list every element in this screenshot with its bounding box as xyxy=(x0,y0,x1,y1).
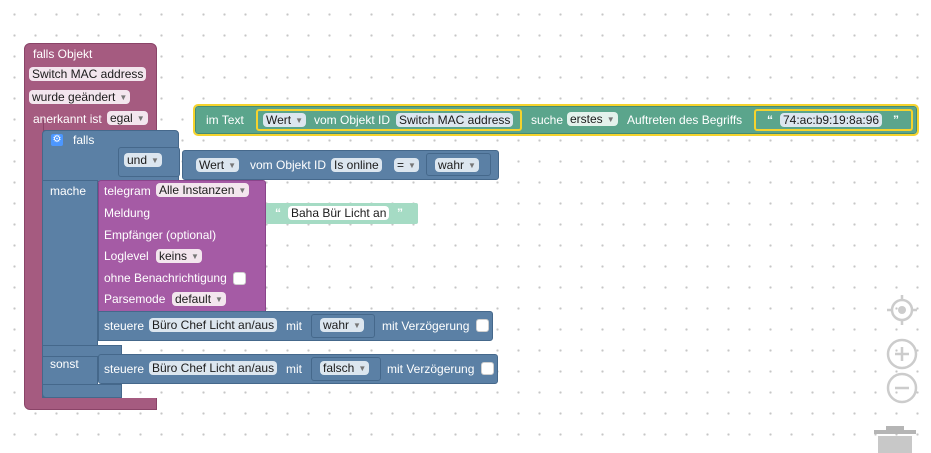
quote-close-icon: ” xyxy=(893,113,899,127)
telegram-title: telegram xyxy=(104,184,151,198)
condition-operator-dropdown[interactable]: =▼ xyxy=(394,158,419,172)
find-object-field[interactable]: Switch MAC address xyxy=(396,113,514,127)
find-which-dropdown[interactable]: erstes▼ xyxy=(567,112,618,126)
find-attr-dropdown[interactable]: Wert▼ xyxy=(263,113,307,127)
chevron-down-icon: ▼ xyxy=(151,156,159,165)
find-attr-value: Wert xyxy=(266,113,292,127)
condition-value-dropdown[interactable]: wahr▼ xyxy=(435,158,479,172)
and-dropdown[interactable]: und▼ xyxy=(124,153,162,167)
telegram-parsemode-label: Parsemode xyxy=(104,292,166,306)
control1-delay-label: mit Verzögerung xyxy=(382,319,470,333)
event-ack-label: anerkannt ist xyxy=(33,112,102,126)
recenter-icon[interactable] xyxy=(887,295,917,325)
chevron-down-icon: ▼ xyxy=(136,114,145,123)
telegram-parsemode-dropdown[interactable]: default▼ xyxy=(172,292,226,306)
quote-close-icon: ” xyxy=(397,206,403,220)
control2-label: steuere xyxy=(104,362,145,376)
telegram-message-label: Meldung xyxy=(104,206,151,220)
quote-open-icon: “ xyxy=(767,113,773,127)
control1-value-dropdown[interactable]: wahr▼ xyxy=(320,318,364,332)
event-changed-dropdown[interactable]: wurde geändert▼ xyxy=(29,90,131,104)
event-ack-value: egal xyxy=(110,111,133,125)
control2-delay-label: mit Verzögerung xyxy=(387,362,475,376)
telegram-instance-value: Alle Instanzen xyxy=(159,183,235,197)
telegram-message-field[interactable]: Baha Bür Licht an xyxy=(288,206,390,220)
telegram-loglevel-dropdown[interactable]: keins▼ xyxy=(156,249,202,263)
event-ack-dropdown[interactable]: egal▼ xyxy=(107,111,148,125)
event-block-footer xyxy=(24,398,157,410)
control1-object-field[interactable]: Büro Chef Licht an/aus xyxy=(149,318,278,332)
event-title: falls Objekt xyxy=(33,47,93,61)
control1-delay-checkbox[interactable] xyxy=(476,319,489,332)
chevron-down-icon: ▼ xyxy=(295,116,304,125)
condition-value-value: wahr xyxy=(438,158,465,172)
find-of-object-label: vom Objekt ID xyxy=(314,113,391,127)
if-falls-label: falls xyxy=(73,133,95,147)
chevron-down-icon: ▼ xyxy=(468,161,476,170)
telegram-loglevel-value: keins xyxy=(159,249,188,263)
chevron-down-icon: ▼ xyxy=(238,186,247,195)
telegram-instance-dropdown[interactable]: Alle Instanzen▼ xyxy=(156,183,250,197)
telegram-recipient-label: Empfänger (optional) xyxy=(104,228,217,242)
event-object-field[interactable]: Switch MAC address xyxy=(29,67,147,81)
if-block-footer xyxy=(42,384,122,398)
chevron-down-icon: ▼ xyxy=(353,321,361,330)
if-sonst-label: sonst xyxy=(50,357,79,371)
and-value: und xyxy=(127,153,148,167)
chevron-down-icon: ▼ xyxy=(408,161,416,170)
chevron-down-icon: ▼ xyxy=(228,161,237,170)
control2-delay-checkbox[interactable] xyxy=(481,362,494,375)
find-occurrence-label: Auftreten des Begriffs xyxy=(627,113,743,127)
condition-attr-value: Wert xyxy=(199,158,225,172)
control1-label: steuere xyxy=(104,319,145,333)
telegram-parsemode-value: default xyxy=(175,292,212,306)
condition-of-object-label: vom Objekt ID xyxy=(250,158,327,172)
control1-value-value: wahr xyxy=(323,318,350,332)
control2-with-label: mit xyxy=(286,362,302,376)
chevron-down-icon: ▼ xyxy=(119,93,128,102)
telegram-block[interactable] xyxy=(98,180,266,312)
condition-operator-value: = xyxy=(397,158,405,172)
chevron-down-icon: ▼ xyxy=(215,295,223,304)
trash-icon[interactable] xyxy=(872,424,918,453)
telegram-silent-checkbox[interactable] xyxy=(233,272,246,285)
chevron-down-icon: ▼ xyxy=(358,364,367,373)
telegram-loglevel-label: Loglevel xyxy=(104,249,149,263)
control2-value-value: falsch xyxy=(323,361,355,375)
if-mache-label: mache xyxy=(50,184,87,198)
zoom-in-icon[interactable] xyxy=(886,338,918,370)
zoom-out-icon[interactable] xyxy=(886,372,918,404)
find-which-value: erstes xyxy=(570,112,603,126)
event-changed-value: wurde geändert xyxy=(32,90,116,104)
chevron-down-icon: ▼ xyxy=(191,252,199,261)
gear-icon[interactable]: ⚙ xyxy=(51,134,63,146)
find-in-text-label: im Text xyxy=(206,113,244,127)
find-term-field[interactable]: 74:ac:b9:19:8a:96 xyxy=(780,113,883,127)
condition-object-field[interactable]: Is online xyxy=(331,158,382,172)
condition-attr-dropdown[interactable]: Wert▼ xyxy=(196,158,240,172)
control2-object-field[interactable]: Büro Chef Licht an/aus xyxy=(149,361,278,375)
quote-open-icon: “ xyxy=(275,206,281,220)
control2-value-dropdown[interactable]: falsch▼ xyxy=(320,361,370,375)
find-search-label: suche xyxy=(531,113,564,127)
control1-with-label: mit xyxy=(286,319,302,333)
chevron-down-icon: ▼ xyxy=(606,115,615,124)
telegram-silent-label: ohne Benachrichtigung xyxy=(104,271,227,285)
event-block-body xyxy=(24,120,44,400)
